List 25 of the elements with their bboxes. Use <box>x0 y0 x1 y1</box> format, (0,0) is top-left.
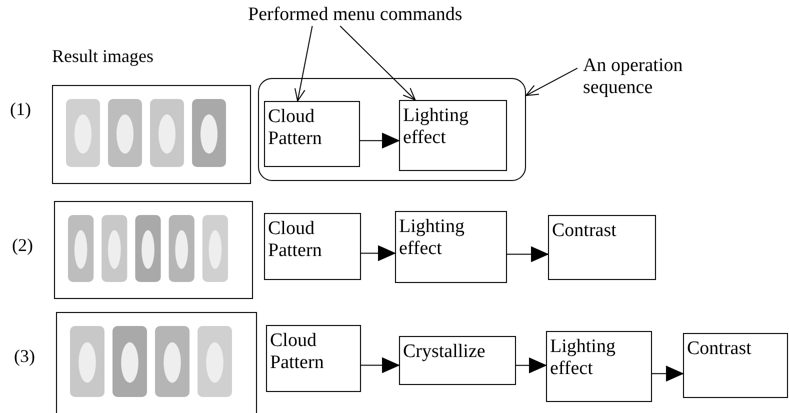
process-box: Contrast <box>683 333 788 398</box>
callout-text: An operation sequence <box>583 55 723 99</box>
sequence-outline <box>258 78 526 181</box>
leader-arrow <box>294 26 313 102</box>
process-box: Cloud Pattern <box>264 213 361 280</box>
process-box: Cloud Pattern <box>264 101 360 167</box>
process-box: Cloud Pattern <box>266 325 361 392</box>
arrow <box>516 357 547 374</box>
arrow <box>506 246 549 262</box>
process-box: Contrast <box>548 215 656 280</box>
callout-text: Performed menu commands <box>248 4 462 26</box>
process-box: Lighting effect <box>395 211 507 283</box>
column-heading: Result images <box>52 46 154 67</box>
arrow <box>360 357 400 374</box>
process-box: Lighting effect <box>546 331 652 402</box>
leader-arrow <box>526 68 578 96</box>
arrow <box>360 132 400 149</box>
arrow <box>652 366 684 382</box>
process-box: Lighting effect <box>399 100 507 171</box>
leader-arrow <box>340 26 416 100</box>
process-box: Crystallize <box>399 336 516 385</box>
arrow <box>360 245 396 262</box>
row-number: (1) <box>10 99 31 120</box>
row-number: (2) <box>12 235 33 256</box>
row-number: (3) <box>14 346 35 367</box>
